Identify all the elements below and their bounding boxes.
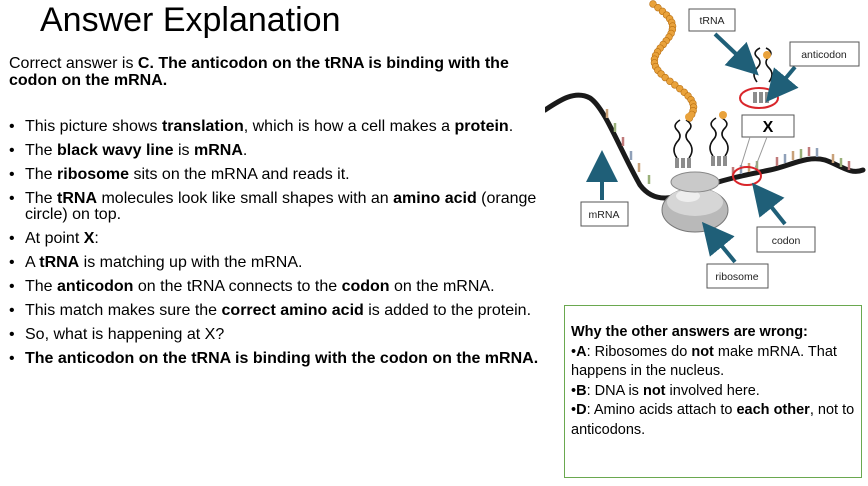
- correct-answer-text: C. The anticodon on the tRNA is binding …: [9, 55, 509, 89]
- text-run: .: [508, 118, 514, 135]
- explanation-item: The anticodon on the tRNA is binding wit…: [9, 349, 559, 367]
- svg-text:X: X: [763, 119, 774, 136]
- svg-text:mRNA: mRNA: [589, 209, 620, 221]
- text-run: black wavy line: [57, 142, 174, 159]
- label-ribosome: ribosome: [706, 263, 769, 289]
- text-run: ribosome: [57, 166, 130, 183]
- text-run: At point: [25, 229, 84, 247]
- text-run: This picture shows: [25, 118, 162, 135]
- text-run: So, what is happening at X?: [25, 325, 225, 343]
- text-run: (orange circle) on top.: [25, 190, 537, 223]
- correct-answer-prefix: Correct answer is: [9, 55, 138, 72]
- svg-text:ribosome: ribosome: [715, 271, 758, 283]
- amino-acid-chain: [649, 0, 698, 122]
- explanation-item: The ribosome sits on the mRNA and reads …: [9, 167, 559, 183]
- text-run: D: [576, 402, 587, 418]
- translation-diagram: X tRNA anticodon mRNA codon ribosome: [545, 0, 866, 289]
- text-run: A: [576, 343, 587, 360]
- text-run: on the tRNA connects to the: [133, 277, 342, 295]
- other-answers-box: Why the other answers are wrong: •A: Rib…: [564, 305, 862, 478]
- text-run: : DNA is: [586, 382, 643, 399]
- amino-acid-bead: [671, 81, 679, 89]
- text-run: : Amino acids attach to: [586, 402, 737, 418]
- explanation-item: The black wavy line is mRNA.: [9, 143, 559, 159]
- text-run: The: [25, 142, 58, 159]
- text-run: on the mRNA.: [389, 277, 495, 295]
- text-run: The: [25, 277, 58, 295]
- correct-answer: Correct answer is C. The anticodon on th…: [9, 55, 557, 89]
- text-run: translation: [161, 118, 244, 135]
- text-run: A: [25, 253, 40, 271]
- text-run: This match makes sure the: [25, 301, 222, 319]
- text-run: , not to anticodons.: [571, 402, 855, 438]
- explanation-item: The tRNA molecules look like small shape…: [9, 191, 559, 222]
- text-run: :: [94, 229, 99, 247]
- text-run: make mRNA. That happens in the nucleus.: [571, 343, 837, 380]
- label-codon: codon: [756, 226, 816, 253]
- codon-highlight: [732, 166, 762, 186]
- text-run: •: [571, 382, 577, 399]
- explanation-item: A tRNA is matching up with the mRNA.: [9, 253, 559, 271]
- other-answer-item: •D: Amino acids attach to each other, no…: [571, 401, 855, 440]
- other-answers-list: •A: Ribosomes do not make mRNA. That hap…: [571, 343, 855, 441]
- text-run: tRNA: [39, 253, 80, 271]
- text-run: not: [642, 382, 666, 399]
- explanation-item: At point X:: [9, 229, 559, 247]
- label-trna: tRNA: [688, 8, 736, 32]
- page-title: Answer Explanation: [40, 1, 341, 39]
- ribosome-shape: [661, 171, 729, 233]
- text-run: is added to the protein.: [363, 301, 532, 319]
- text-run: The: [25, 166, 58, 183]
- text-run: anticodon: [57, 277, 134, 295]
- text-run: B: [576, 382, 587, 399]
- text-run: amino acid: [393, 190, 477, 207]
- explanation-item: This match makes sure the correct amino …: [9, 301, 559, 319]
- trna-molecules: [673, 47, 773, 159]
- text-run: each other: [736, 402, 810, 418]
- label-anticodon: anticodon: [789, 41, 860, 67]
- label-mrna: mRNA: [580, 201, 629, 227]
- explanation-item: This picture shows translation, which is…: [9, 119, 559, 135]
- text-run: The anticodon on the tRNA is binding wit…: [25, 349, 539, 367]
- text-run: protein: [454, 118, 509, 135]
- text-run: is matching up with the mRNA.: [79, 253, 303, 271]
- text-run: •: [571, 343, 577, 360]
- text-run: , which is how a cell makes a: [243, 118, 455, 135]
- text-run: •: [571, 402, 577, 418]
- svg-text:codon: codon: [772, 235, 801, 247]
- text-run: tRNA: [57, 190, 98, 207]
- text-run: mRNA: [193, 142, 243, 159]
- amino-acid-circle: [685, 113, 693, 121]
- text-run: codon: [341, 277, 390, 295]
- text-run: The: [25, 190, 58, 207]
- other-answers-heading: Why the other answers are wrong:: [571, 324, 808, 340]
- svg-text:anticodon: anticodon: [801, 49, 847, 61]
- explanation-item: So, what is happening at X?: [9, 325, 559, 343]
- codon-ticks: [605, 109, 851, 184]
- amino-acid-bead: [666, 77, 674, 85]
- text-run: is: [173, 142, 194, 159]
- text-run: X: [83, 229, 95, 247]
- text-run: correct amino acid: [221, 301, 364, 319]
- explanation-list: This picture shows translation, which is…: [9, 119, 559, 375]
- other-answer-item: •A: Ribosomes do not make mRNA. That hap…: [571, 343, 855, 382]
- text-run: .: [242, 142, 248, 159]
- other-answer-item: •B: DNA is not involved here.: [571, 382, 855, 402]
- text-run: not: [691, 343, 714, 360]
- label-arrows: [586, 32, 799, 264]
- amino-acid-bead: [649, 0, 657, 8]
- x-label: X: [740, 114, 795, 169]
- amino-acid-circle: [763, 51, 771, 59]
- text-run: : Ribosomes do: [586, 343, 692, 360]
- text-run: sits on the mRNA and reads it.: [129, 166, 350, 183]
- explanation-item: The anticodon on the tRNA connects to th…: [9, 277, 559, 295]
- text-run: involved here.: [665, 382, 760, 399]
- amino-acid-circle: [719, 111, 727, 119]
- text-run: molecules look like small shapes with an: [97, 190, 394, 207]
- svg-text:tRNA: tRNA: [699, 15, 724, 27]
